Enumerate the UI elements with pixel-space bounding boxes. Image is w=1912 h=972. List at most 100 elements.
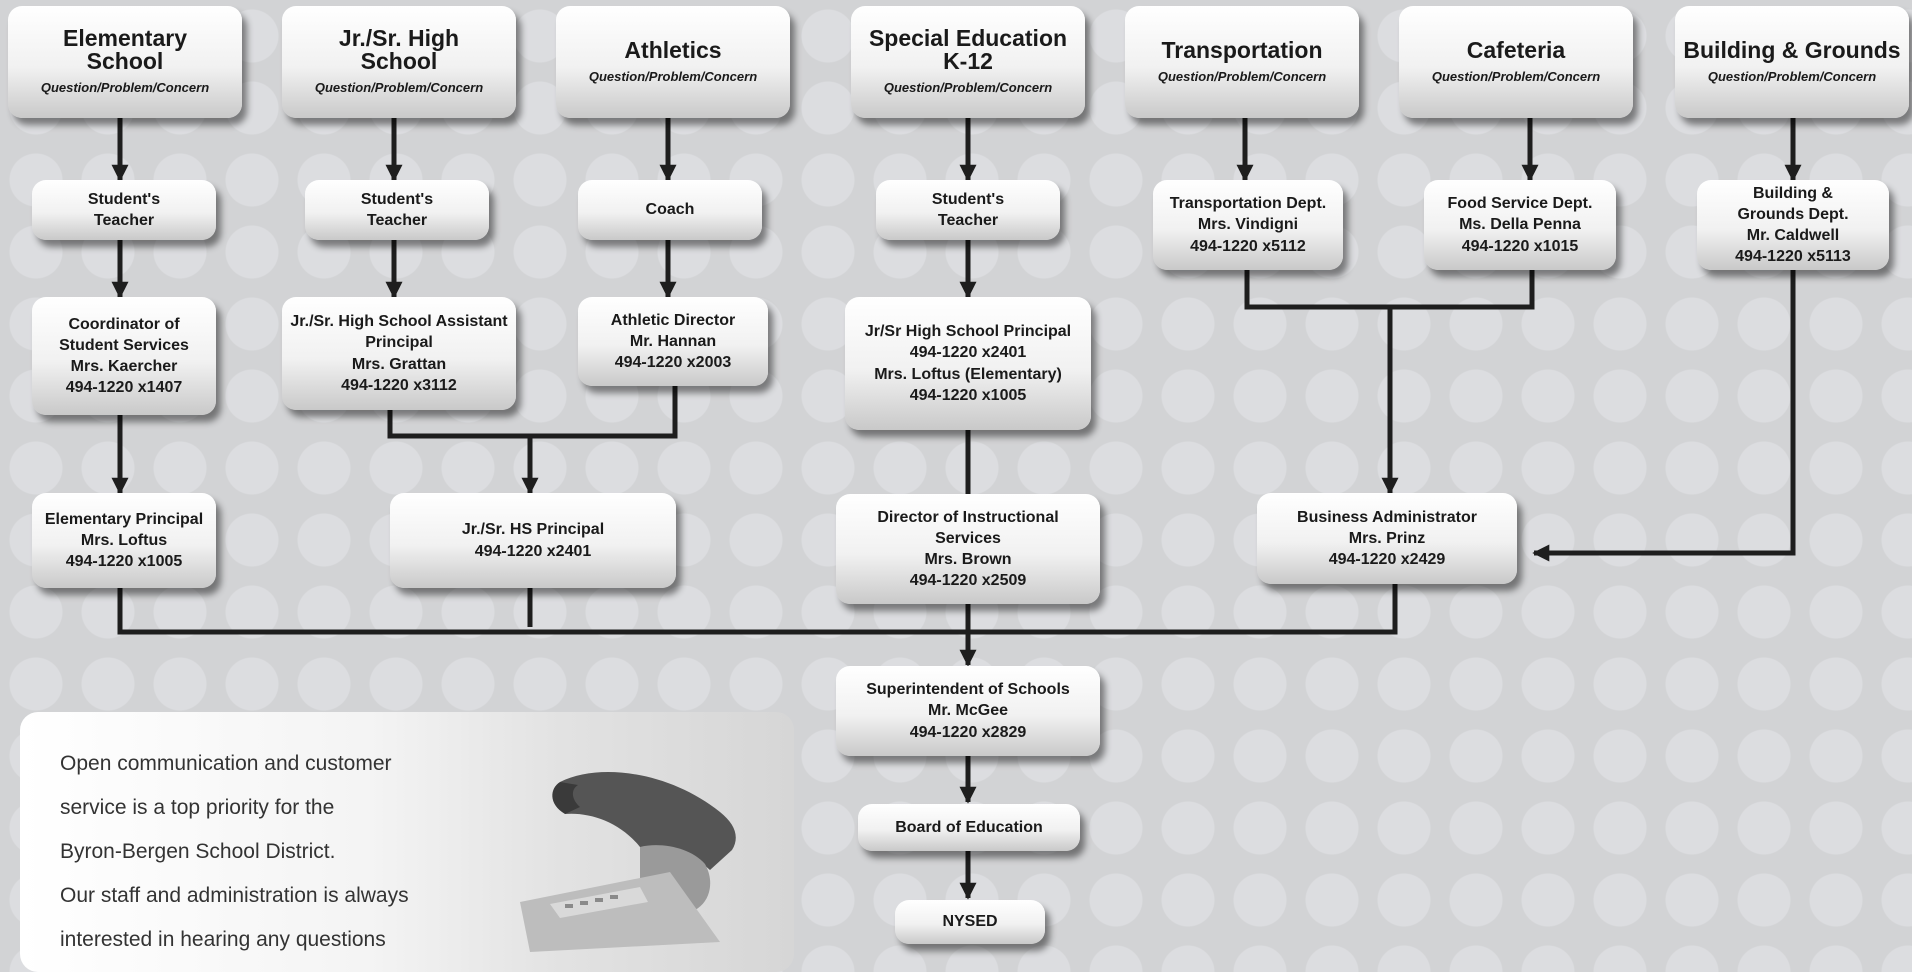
box-line: Teacher (366, 212, 428, 229)
header-title-line: Jr./Sr. High (338, 25, 460, 52)
box-line: Ms. Della Penna (1459, 216, 1581, 234)
info-line: service is a top priority for the (60, 796, 335, 819)
header-title-line: Athletics (624, 36, 722, 63)
box-line: 494-1220 x2509 (909, 572, 1027, 590)
box-line: Mrs. Loftus (Elementary) (874, 365, 1062, 383)
box-line: Student's (87, 190, 161, 208)
box-line: Transportation Dept. (1169, 195, 1327, 213)
connector (117, 584, 1398, 635)
header-title-line: School (86, 48, 164, 75)
box-line: Student's (360, 190, 434, 208)
header-jrsr-high-school: Jr./Sr. High School Question/Problem/Con… (282, 6, 516, 118)
box-line: Principal (365, 334, 433, 352)
box-line: 494-1220 x5113 (1735, 248, 1851, 266)
header-title-line: Cafeteria (1466, 36, 1566, 63)
telephone-handset-icon (520, 772, 736, 952)
arrow (1532, 270, 1796, 562)
box-line: NYSED (942, 913, 998, 931)
box-line: Mrs. Prinz (1348, 529, 1426, 547)
box-line: 494-1220 x3112 (341, 376, 457, 394)
box-coordinator-student-services: Coordinator of Student Services Mrs. Kae… (32, 297, 216, 415)
header-special-education: Special Education K-12 Question/Problem/… (851, 6, 1085, 118)
box-line: Building & (1753, 184, 1833, 202)
box-line: Mrs. Grattan (351, 355, 447, 373)
box-line: Mr. McGee (927, 702, 1009, 720)
box-transportation-dept: Transportation Dept. Mrs. Vindigni 494-1… (1153, 180, 1343, 270)
box-assistant-principal: Jr./Sr. High School Assistant Principal … (282, 297, 516, 410)
header-transportation: Transportation Question/Problem/Concern (1125, 6, 1359, 118)
header-title-line: Special Education (868, 25, 1068, 52)
box-line: 494-1220 x1407 (65, 379, 183, 397)
box-line: Food Service Dept. (1447, 195, 1593, 213)
box-line: Student's (931, 190, 1005, 208)
box-line: Jr./Sr. High School Assistant (290, 313, 508, 331)
box-line: Mrs. Kaercher (70, 358, 178, 375)
box-line: Grounds Dept. (1737, 205, 1849, 223)
box-athletic-director: Athletic Director Mr. Hannan 494-1220 x2… (578, 297, 768, 386)
box-board-of-education: Board of Education (858, 804, 1080, 851)
box-line: Teacher (93, 212, 155, 229)
header-subtitle: Question/Problem/Concern (1707, 68, 1877, 84)
box-line: 494-1220 x2003 (614, 354, 732, 372)
box-jrsr-students-teacher: Student's Teacher (305, 180, 489, 240)
box-jrsr-hs-principal: Jr./Sr. HS Principal 494-1220 x2401 (390, 493, 676, 588)
header-elementary-school: Elementary School Question/Problem/Conce… (8, 6, 242, 118)
box-line: 494-1220 x2401 (474, 542, 592, 560)
header-subtitle: Question/Problem/Concern (314, 80, 484, 96)
box-line: 494-1220 x1005 (65, 553, 183, 571)
box-nysed: NYSED (895, 900, 1045, 944)
box-coach: Coach (578, 180, 762, 240)
header-subtitle: Question/Problem/Concern (883, 80, 1053, 96)
box-line: Teacher (937, 212, 999, 229)
box-line: Business Administrator (1297, 508, 1477, 526)
box-line: Superintendent of Schools (866, 681, 1070, 699)
box-line: 494-1220 x1015 (1461, 237, 1579, 255)
box-line: Jr./Sr. HS Principal (461, 521, 605, 539)
box-line: Board of Education (895, 818, 1043, 836)
header-title-line: Building & Grounds (1683, 36, 1901, 63)
info-paragraph: Open communication and customer service … (60, 742, 440, 962)
header-athletics: Athletics Question/Problem/Concern (556, 6, 790, 118)
info-line: Byron-Bergen School District. (60, 840, 336, 863)
box-line: Mrs. Loftus (80, 531, 168, 549)
header-subtitle: Question/Problem/Concern (1157, 68, 1327, 84)
box-elementary-principal: Elementary Principal Mrs. Loftus 494-122… (32, 493, 216, 588)
box-line: Jr/Sr High School Principal (864, 323, 1072, 341)
box-line: Student Services (59, 336, 189, 354)
box-line: Athletic Director (610, 311, 736, 329)
header-title-line: Transportation (1161, 36, 1323, 63)
box-line: 494-1220 x2401 (909, 344, 1027, 362)
header-subtitle: Question/Problem/Concern (588, 68, 758, 84)
header-title-line: Elementary (62, 25, 187, 52)
info-line: Open communication and customer (60, 752, 392, 775)
box-line: Coach (645, 201, 695, 219)
box-line: Director of Instructional (877, 508, 1059, 526)
box-sped-students-teacher: Student's Teacher (876, 180, 1060, 240)
info-line: Our staff and administration is always (60, 884, 409, 907)
box-line: 494-1220 x5112 (1190, 237, 1306, 255)
header-title-line: School (360, 48, 438, 75)
box-line: Mr. Hannan (629, 332, 717, 350)
box-line: Mrs. Vindigni (1197, 216, 1299, 234)
box-building-grounds-dept: Building & Grounds Dept. Mr. Caldwell 49… (1697, 180, 1889, 270)
box-line: Elementary Principal (44, 510, 204, 528)
box-line: Services (935, 529, 1001, 547)
box-superintendent: Superintendent of Schools Mr. McGee 494-… (836, 666, 1100, 756)
header-cafeteria: Cafeteria Question/Problem/Concern (1399, 6, 1633, 118)
box-line: Mr. Caldwell (1746, 227, 1840, 244)
header-subtitle: Question/Problem/Concern (1431, 68, 1601, 84)
connector (1244, 270, 1535, 310)
info-panel: Open communication and customer service … (20, 712, 794, 972)
box-jrsr-high-school-principal: Jr/Sr High School Principal 494-1220 x24… (845, 297, 1091, 430)
box-line: 494-1220 x2829 (909, 723, 1027, 741)
box-line: 494-1220 x2429 (1328, 551, 1446, 569)
box-elementary-students-teacher: Student's Teacher (32, 180, 216, 240)
box-line: Coordinator of (68, 315, 180, 333)
box-line: 494-1220 x1005 (909, 386, 1027, 404)
header-subtitle: Question/Problem/Concern (40, 80, 210, 96)
header-building-grounds: Building & Grounds Question/Problem/Conc… (1675, 6, 1909, 118)
box-business-administrator: Business Administrator Mrs. Prinz 494-12… (1257, 493, 1517, 584)
info-line: interested in hearing any questions (60, 928, 386, 951)
box-line: Mrs. Brown (924, 551, 1012, 568)
connector-lines (111, 118, 1802, 900)
